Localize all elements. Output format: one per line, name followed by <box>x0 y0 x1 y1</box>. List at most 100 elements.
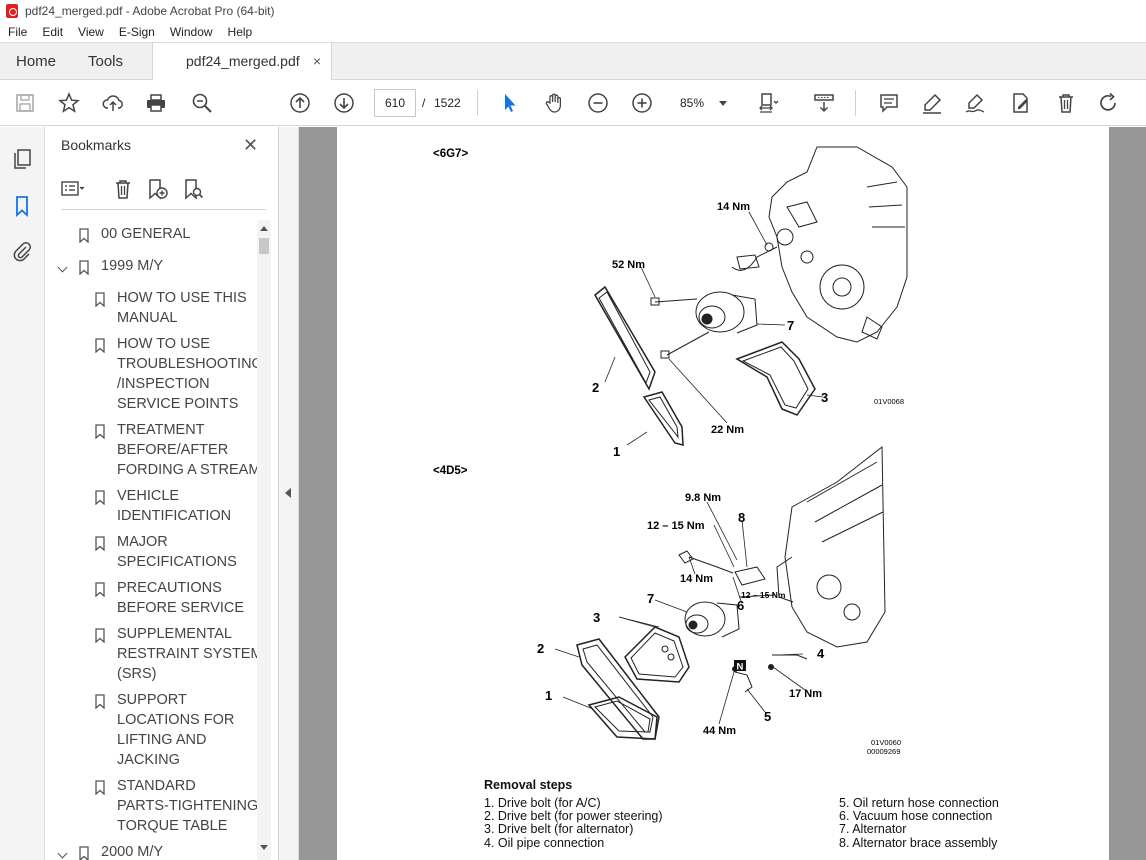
belt-1-4d5-inner <box>594 700 651 733</box>
bookmark-icon <box>95 628 105 643</box>
engine-6g7-drawing <box>768 146 908 343</box>
bolt-head <box>650 297 660 306</box>
edit-pdf-icon[interactable] <box>1009 91 1033 115</box>
page-down-icon[interactable] <box>332 91 356 115</box>
delete-icon[interactable] <box>1054 91 1078 115</box>
bolt-52nm-line <box>654 298 698 303</box>
new-bookmark-icon[interactable] <box>145 177 169 201</box>
bookmark-item[interactable]: STANDARD PARTS-TIGHTENING- TORQUE TABLE <box>45 776 271 836</box>
alternator-4d5-drawing <box>678 550 776 638</box>
removal-step-4: 4. Oil pipe connection <box>484 836 605 850</box>
tab-document[interactable]: pdf24_merged.pdf × <box>152 43 332 81</box>
scroll-mode-icon[interactable] <box>812 91 836 115</box>
chevron-down-icon <box>719 101 727 106</box>
bookmarks-tree: 00 GENERAL 1999 M/Y HOW TO USE THIS MANUAL… <box>45 220 271 860</box>
attachment-icon[interactable] <box>10 239 34 263</box>
menu-view[interactable]: View <box>78 25 104 39</box>
bookmark-item[interactable]: HOW TO USE THIS MANUAL <box>45 288 271 328</box>
bookmark-label: HOW TO USE TROUBLESHOOTING /INSPECTION S… <box>117 336 263 412</box>
bookmark-item[interactable]: 2000 M/Y <box>45 842 271 860</box>
alternator-6g7-drawing <box>695 242 778 334</box>
bolt-head <box>660 350 670 359</box>
zoom-dropdown[interactable]: 85% <box>669 89 737 117</box>
chevron-down-icon[interactable] <box>57 262 68 273</box>
menu-window[interactable]: Window <box>169 25 213 39</box>
options-menu-icon[interactable] <box>61 177 85 201</box>
highlight-pen-icon[interactable] <box>920 91 944 115</box>
removal-step-7: 7. Alternator <box>839 822 907 836</box>
label-14nm: 14 Nm <box>717 201 750 213</box>
pdf-page: <6G7> <box>337 127 1109 860</box>
bookmark-label: HOW TO USE THIS MANUAL <box>117 290 247 326</box>
label-8: 8 <box>738 510 745 525</box>
label-9-8nm: 9.8 Nm <box>685 492 721 504</box>
engine-4d5-drawing <box>776 445 886 648</box>
hand-tool-icon[interactable] <box>542 91 566 115</box>
menu-edit[interactable]: Edit <box>42 25 64 39</box>
zoom-out-icon[interactable] <box>586 91 610 115</box>
sign-pen-icon[interactable] <box>963 91 987 115</box>
scroll-thumb[interactable] <box>259 238 269 254</box>
scroll-up-icon[interactable] <box>260 226 268 231</box>
zoom-value: 85% <box>680 96 705 110</box>
label-44nm: 44 Nm <box>703 725 736 737</box>
washer <box>667 653 675 661</box>
tab-home[interactable]: Home <box>16 53 57 70</box>
leader-lines-6g7 <box>604 211 824 446</box>
bookmark-label: VEHICLE IDENTIFICATION <box>117 488 232 524</box>
document-view[interactable]: <6G7> <box>299 127 1146 860</box>
current-page-input[interactable]: 610 <box>374 89 416 117</box>
washer <box>661 645 669 653</box>
bookmark-item[interactable]: SUPPLEMENTAL RESTRAINT SYSTEM (SRS) <box>45 624 271 684</box>
belt-2-4d5-inner <box>582 644 654 733</box>
bookmark-item[interactable]: PRECAUTIONS BEFORE SERVICE <box>45 578 271 618</box>
tab-document-label: pdf24_merged.pdf <box>186 53 300 69</box>
page-thumbnails-icon[interactable] <box>10 147 34 171</box>
main-toolbar <box>0 80 1146 126</box>
page-separator: / <box>422 96 426 110</box>
label-22nm: 22 Nm <box>711 424 744 436</box>
bookmark-item[interactable]: SUPPORT LOCATIONS FOR LIFTING AND JACKIN… <box>45 690 271 770</box>
scroll-down-icon[interactable] <box>260 845 268 850</box>
zoom-search-icon[interactable] <box>190 91 214 115</box>
bookmark-item[interactable]: VEHICLE IDENTIFICATION <box>45 486 271 526</box>
page-up-icon[interactable] <box>288 91 312 115</box>
label-12-15nm-a: 12 – 15 Nm <box>647 520 705 532</box>
bookmark-icon <box>95 338 105 353</box>
total-pages: 1522 <box>434 96 461 110</box>
print-icon[interactable] <box>144 91 168 115</box>
redo-icon[interactable] <box>1097 91 1121 115</box>
menu-help[interactable]: Help <box>227 25 253 39</box>
removal-steps-heading: Removal steps <box>484 778 573 792</box>
chevron-down-icon[interactable] <box>57 848 68 859</box>
label-2: 2 <box>592 380 599 395</box>
tab-close-icon[interactable]: × <box>313 53 322 69</box>
star-icon[interactable] <box>57 91 81 115</box>
figure-code-1: 01V0068 <box>874 397 904 406</box>
bookmark-item[interactable]: HOW TO USE TROUBLESHOOTING /INSPECTION S… <box>45 334 271 414</box>
delete-bookmark-icon[interactable] <box>111 177 135 201</box>
bookmark-item[interactable]: TREATMENT BEFORE/AFTER FORDING A STREAM <box>45 420 271 480</box>
upload-cloud-icon[interactable] <box>101 91 125 115</box>
bookmark-icon <box>79 846 89 860</box>
page-fit-icon[interactable] <box>757 91 781 115</box>
comment-icon[interactable] <box>877 91 901 115</box>
save-icon[interactable] <box>13 91 37 115</box>
bookmark-panel-icon[interactable] <box>10 194 34 218</box>
menu-esign[interactable]: E-Sign <box>118 25 155 39</box>
menu-file[interactable]: File <box>8 25 28 39</box>
close-icon[interactable]: ✕ <box>243 135 259 155</box>
find-bookmark-icon[interactable] <box>181 177 205 201</box>
bookmarks-scrollbar[interactable] <box>257 220 271 860</box>
tab-bar: Home Tools pdf24_merged.pdf × <box>0 42 1146 81</box>
zoom-in-icon[interactable] <box>630 91 654 115</box>
tab-tools[interactable]: Tools <box>88 53 124 70</box>
bookmark-item[interactable]: 00 GENERAL <box>45 224 271 244</box>
select-cursor-icon[interactable] <box>498 91 522 115</box>
panel-collapse-handle[interactable] <box>279 127 299 860</box>
bookmark-item[interactable]: 1999 M/Y <box>45 256 271 276</box>
acrobat-logo-icon <box>6 4 18 18</box>
bookmark-item[interactable]: MAJOR SPECIFICATIONS <box>45 532 271 572</box>
label-7-4d5: 7 <box>647 591 654 606</box>
